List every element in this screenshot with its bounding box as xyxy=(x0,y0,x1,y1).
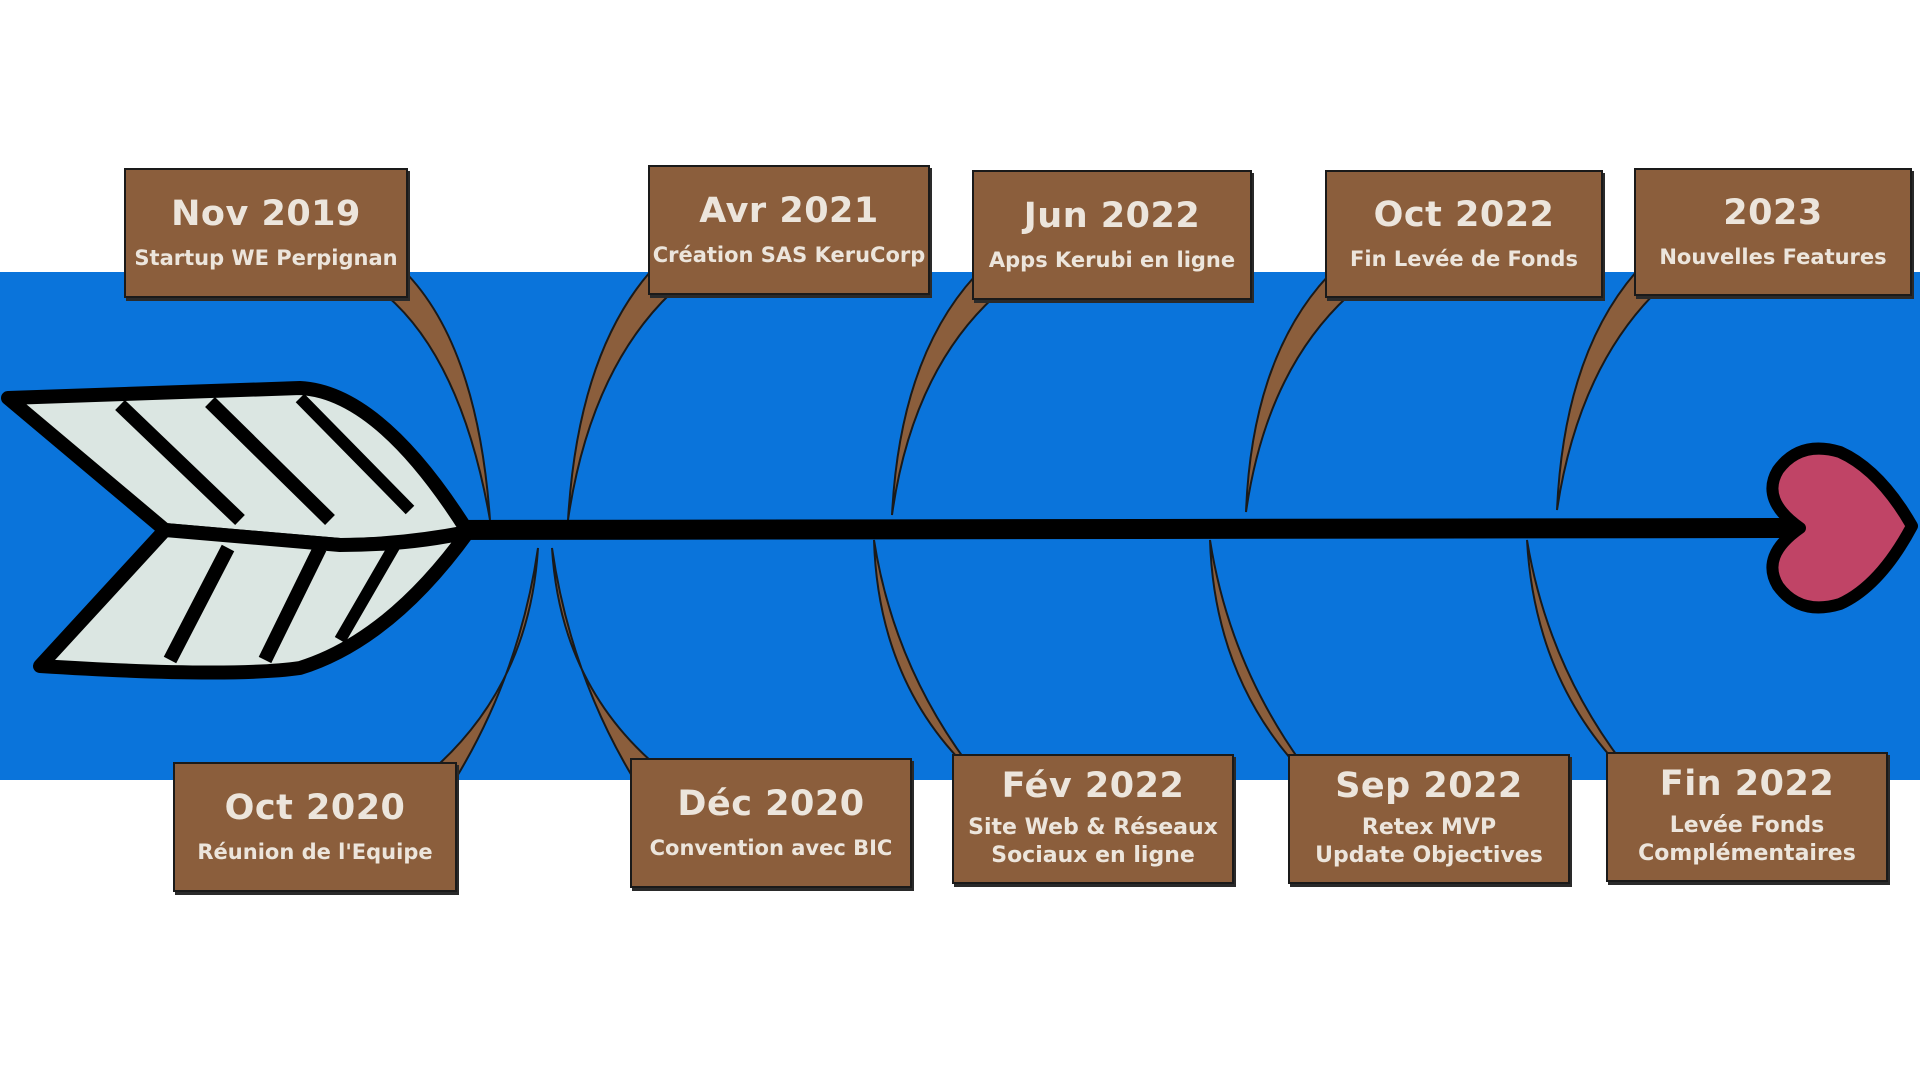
milestone-date: 2023 xyxy=(1723,192,1823,233)
milestone-date: Oct 2020 xyxy=(224,787,406,828)
milestone-card-top-5: 2023 Nouvelles Features xyxy=(1634,168,1912,296)
milestone-card-bottom-5: Fin 2022 Levée Fonds Complémentaires xyxy=(1606,752,1888,882)
milestone-date: Déc 2020 xyxy=(677,783,865,824)
milestone-date: Nov 2019 xyxy=(171,193,361,234)
milestone-card-bottom-3: Fév 2022 Site Web & Réseaux Sociaux en l… xyxy=(952,754,1234,884)
milestone-label: Création SAS KeruCorp xyxy=(652,243,926,268)
milestone-date: Jun 2022 xyxy=(1023,195,1201,236)
milestone-card-bottom-2: Déc 2020 Convention avec BIC xyxy=(630,758,912,888)
connector-tail-dec-2020 xyxy=(551,547,654,778)
connector-tail-oct-2022 xyxy=(1245,274,1350,513)
milestone-label: Site Web & Réseaux Sociaux en ligne xyxy=(968,814,1218,869)
connector-tail-avr-2021 xyxy=(567,270,674,521)
milestone-card-top-4: Oct 2022 Fin Levée de Fonds xyxy=(1325,170,1603,298)
heart-arrowhead-icon xyxy=(1766,442,1918,614)
connector-tail-fev-2022 xyxy=(873,539,975,773)
milestone-label: Apps Kerubi en ligne xyxy=(988,248,1236,273)
milestone-label: Startup WE Perpignan xyxy=(134,246,398,271)
connector-tail-sep-2022 xyxy=(1209,539,1309,773)
milestone-card-top-3: Jun 2022 Apps Kerubi en ligne xyxy=(972,170,1252,300)
milestone-card-bottom-1: Oct 2020 Réunion de l'Equipe xyxy=(173,762,457,892)
milestone-card-top-1: Nov 2019 Startup WE Perpignan xyxy=(124,168,408,298)
milestone-date: Sep 2022 xyxy=(1335,766,1523,807)
milestone-card-top-2: Avr 2021 Création SAS KeruCorp xyxy=(648,165,930,295)
milestone-date: Oct 2022 xyxy=(1373,194,1555,235)
milestone-label: Nouvelles Features xyxy=(1659,245,1887,270)
milestone-label: Retex MVP Update Objectives xyxy=(1315,814,1543,869)
connector-tail-oct-2020 xyxy=(436,547,539,780)
milestone-date: Avr 2021 xyxy=(699,190,879,231)
connector-tail-jun-2022 xyxy=(891,274,997,516)
connector-tail-2023 xyxy=(1556,270,1658,511)
connector-tail-nov-2019 xyxy=(384,273,491,521)
connector-tails-bottom xyxy=(436,539,1629,780)
milestone-label: Convention avec BIC xyxy=(649,836,893,861)
milestone-date: Fév 2022 xyxy=(1001,766,1185,807)
milestone-label: Levée Fonds Complémentaires xyxy=(1638,812,1856,867)
milestone-date: Fin 2022 xyxy=(1659,764,1835,805)
milestone-label: Fin Levée de Fonds xyxy=(1350,247,1578,272)
connector-tail-fin-2022 xyxy=(1526,539,1629,771)
milestone-card-bottom-4: Sep 2022 Retex MVP Update Objectives xyxy=(1288,754,1570,884)
arrow-fletching-icon xyxy=(1,381,475,680)
milestone-label: Réunion de l'Equipe xyxy=(197,840,433,865)
connector-tails-top xyxy=(384,270,1658,521)
arrow-shaft xyxy=(420,518,1800,540)
